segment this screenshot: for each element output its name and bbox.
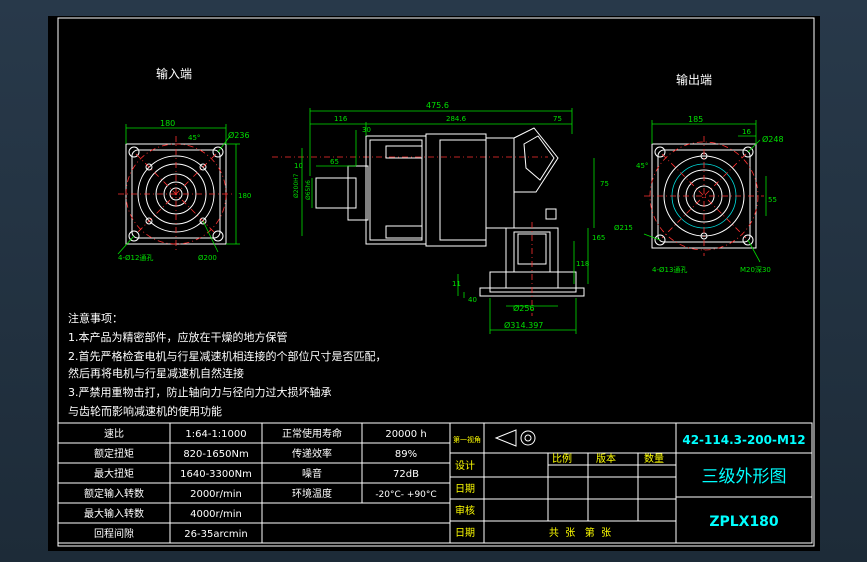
- spec-label: 额定扭矩: [94, 447, 134, 460]
- drawing-frame: [57, 17, 815, 547]
- spec-value: 2000r/min: [190, 489, 242, 500]
- spec-label: 最大扭矩: [94, 467, 134, 480]
- model-number: ZPLX180: [709, 514, 779, 530]
- quantity-label: 数量: [644, 452, 664, 465]
- spec-value-2: -20°C- +90°C: [375, 490, 436, 500]
- side-75-dim: 75: [553, 115, 562, 123]
- side-v75-dim: 75: [600, 180, 609, 188]
- notes-block: 注意事项： 1.本产品为精密部件，应放在干燥的地方保管 2.首先严格检查电机与行…: [68, 311, 387, 418]
- title-block: [449, 422, 813, 544]
- notes-line-3: 然后再将电机与行星减速机自然连接: [68, 366, 244, 380]
- spec-value: 820-1650Nm: [183, 449, 248, 460]
- spec-row-4: 额定输入转数 2000r/min 环境温度 -20°C- +90°C: [84, 487, 437, 500]
- side-total-length-dim: 475.6: [426, 101, 449, 110]
- spec-label-2: 噪音: [302, 467, 322, 480]
- spec-label: 额定输入转数: [84, 487, 144, 500]
- side-view: [272, 108, 595, 334]
- page-count: 共 张 第 张: [549, 526, 611, 539]
- spec-label: 速比: [104, 428, 124, 440]
- drawing-sheet: 输入端 180 45° Ø236 180 4-Ø12通孔 Ø20: [48, 16, 820, 551]
- spec-label: 最大输入转数: [84, 507, 144, 520]
- side-30-dim: 30: [362, 126, 371, 134]
- review-label: 审核: [455, 504, 475, 517]
- notes-line-5: 与齿轮而影响减速机的使用功能: [68, 404, 222, 418]
- side-165-dim: 165: [592, 234, 605, 242]
- output-thread-dim: M20深30: [740, 265, 771, 274]
- output-end-view: [643, 120, 767, 263]
- drawing-canvas: 输入端 180 45° Ø236 180 4-Ø12通孔 Ø20: [57, 17, 815, 547]
- spec-value-2: 20000 h: [385, 429, 426, 440]
- spec-row-3: 最大扭矩 1640-3300Nm 噪音 72dB: [94, 467, 419, 480]
- spec-value: 1640-3300Nm: [180, 469, 252, 480]
- spec-value-2: 89%: [395, 449, 417, 460]
- output-16-dim: 16: [742, 128, 751, 136]
- notes-title: 注意事项：: [68, 311, 123, 325]
- drawing-code: 42-114.3-200-M12: [682, 433, 805, 447]
- side-284-dim: 284.6: [446, 115, 467, 123]
- output-width-dim: 185: [688, 115, 703, 124]
- input-height-dim: 180: [238, 192, 251, 200]
- spec-label-2: 传递效率: [292, 447, 332, 460]
- spec-value: 1:64-1:1000: [185, 429, 246, 440]
- date-label-2: 日期: [455, 527, 475, 539]
- side-40-dim: 40: [468, 296, 477, 304]
- input-pilot-dim: Ø200: [198, 254, 217, 262]
- side-65-dim: 65: [330, 158, 339, 166]
- output-angle-dim: 45°: [636, 162, 648, 170]
- spec-value: 4000r/min: [190, 509, 242, 520]
- spec-row-1: 速比 1:64-1:1000 正常使用寿命 20000 h: [104, 427, 427, 440]
- design-label: 设计: [455, 459, 475, 472]
- projection-label: 第一视角: [453, 435, 481, 444]
- output-holes-dim: 4-Ø13通孔: [652, 265, 687, 274]
- input-holes-dim: 4-Ø12通孔: [118, 253, 153, 262]
- spec-label: 回程间隙: [94, 527, 134, 540]
- output-55-dim: 55: [768, 196, 777, 204]
- spec-row-5: 最大输入转数 4000r/min: [84, 507, 242, 520]
- output-d248-dim: Ø248: [762, 134, 784, 144]
- spec-row-2: 额定扭矩 820-1650Nm 传递效率 89%: [94, 447, 417, 460]
- input-bolt-circle-dim: Ø236: [228, 130, 250, 140]
- output-d215-dim: Ø215: [614, 224, 633, 232]
- input-width-dim: 180: [160, 119, 175, 128]
- input-angle-dim: 45°: [188, 134, 200, 142]
- notes-line-4: 3.严禁用重物击打，防止轴向力与径向力过大损坏轴承: [68, 385, 332, 399]
- notes-line-2: 2.首先严格检查电机与行星减速机相连接的个部位尺寸是否匹配，: [68, 349, 387, 363]
- input-view-label: 输入端: [156, 66, 192, 81]
- spec-label-2: 正常使用寿命: [282, 427, 342, 440]
- date-label-1: 日期: [455, 483, 475, 495]
- spec-table: [57, 422, 451, 544]
- projection-symbol: [494, 429, 536, 447]
- spec-row-6: 回程间隙 26-35arcmin: [94, 527, 248, 540]
- side-10-dim: 10: [294, 162, 303, 170]
- notes-line-1: 1.本产品为精密部件，应放在干燥的地方保管: [68, 330, 288, 344]
- side-shaft-dia-dim: Ø65h6: [305, 180, 312, 200]
- input-end-view: [117, 124, 240, 255]
- side-11-dim: 11: [452, 280, 461, 288]
- side-flange-dia-dim: Ø200H7: [293, 173, 300, 198]
- side-d256-dim: Ø256: [513, 303, 535, 313]
- version-label: 版本: [596, 452, 616, 465]
- side-116-dim: 116: [334, 115, 348, 123]
- output-view-label: 输出端: [676, 72, 712, 87]
- scale-label: 比例: [552, 452, 572, 465]
- side-118-dim: 118: [576, 260, 589, 268]
- side-d314-dim: Ø314.397: [504, 320, 543, 330]
- spec-label-2: 环境温度: [292, 487, 332, 500]
- spec-value-2: 72dB: [393, 469, 419, 480]
- spec-value: 26-35arcmin: [184, 529, 247, 540]
- drawing-name: 三级外形图: [702, 467, 787, 487]
